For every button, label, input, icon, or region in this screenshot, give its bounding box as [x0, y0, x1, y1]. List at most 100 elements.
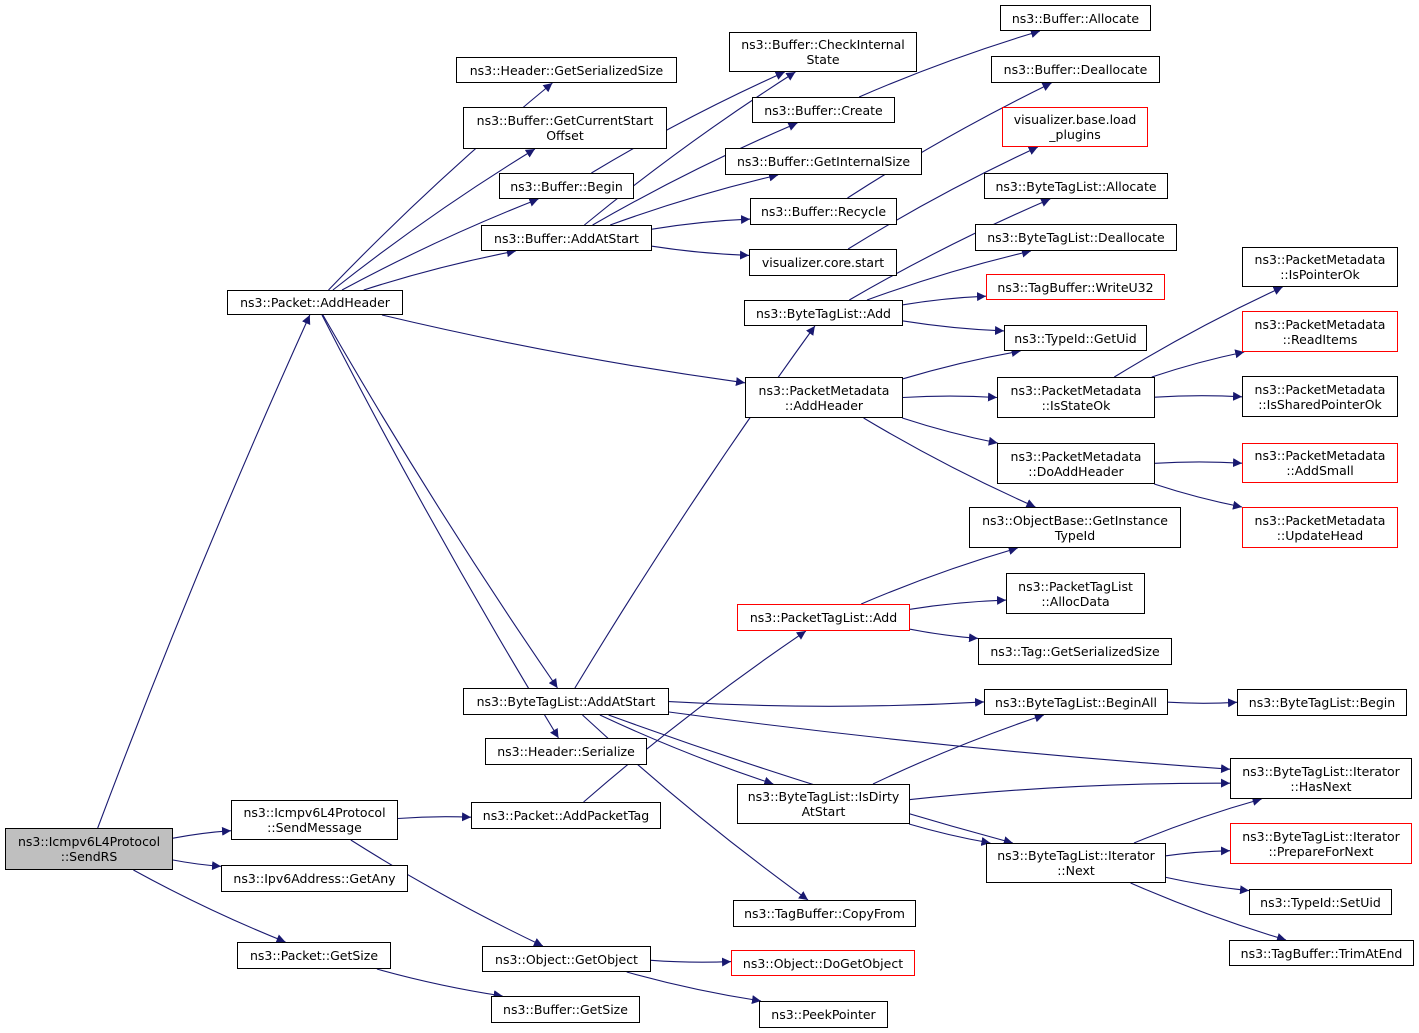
edge-btlisdirty-to-btlithasnext: [909, 778, 1231, 801]
edge-bufbegin-to-checkinternal: [591, 71, 785, 174]
node-pmisstateok[interactable]: ns3::PacketMetadata ::IsStateOk: [997, 377, 1155, 418]
edge-pmdoaddheader-to-pmupdatehead: [1154, 483, 1243, 510]
node-pmdoaddheader[interactable]: ns3::PacketMetadata ::DoAddHeader: [997, 443, 1155, 484]
node-hdrgetser[interactable]: ns3::Header::GetSerializedSize: [456, 57, 677, 83]
edge-btlitnext-to-tbtrimatend: [1130, 882, 1287, 942]
edge-btladdatstart-to-btlbeginall: [668, 697, 985, 707]
node-tbwriteu32[interactable]: ns3::TagBuffer::WriteU32: [986, 274, 1165, 300]
node-btlisdirty[interactable]: ns3::ByteTagList::IsDirty AtStart: [737, 784, 910, 824]
node-pmispointerok[interactable]: ns3::PacketMetadata ::IsPointerOk: [1242, 247, 1398, 287]
edge-bufaddatstart-to-viscorestart: [651, 245, 750, 260]
node-objbasegetinst[interactable]: ns3::ObjectBase::GetInstance TypeId: [969, 507, 1181, 548]
edge-btladdatstart-to-btlisdirty: [599, 714, 774, 786]
edge-bufrecycle-to-bufdeallocate: [847, 82, 1052, 199]
edge-addheader-to-bufbegin: [341, 198, 539, 291]
edge-getobject-to-peekpointer: [626, 971, 762, 1005]
edge-ptladd-to-ptlallocdata: [909, 595, 1007, 610]
node-bufgetcurstart[interactable]: ns3::Buffer::GetCurrentStart Offset: [463, 107, 667, 149]
edge-sendrs-to-sendmessage: [172, 826, 232, 839]
node-pmupdatehead[interactable]: ns3::PacketMetadata ::UpdateHead: [1242, 507, 1398, 548]
edge-btladd-to-tbwriteu32: [902, 292, 987, 306]
node-viscorestart[interactable]: visualizer.core.start: [749, 249, 897, 276]
edge-bufaddatstart-to-bufcreate: [592, 122, 798, 226]
edge-addheader-to-bufgetcurstart: [332, 148, 536, 291]
edge-sendmessage-to-addpackettag: [397, 812, 472, 822]
edge-pmisstateok-to-pmissharedptr: [1154, 391, 1243, 401]
edge-getobject-to-odogetobject: [650, 957, 732, 967]
node-getobject[interactable]: ns3::Object::GetObject: [482, 946, 651, 972]
edge-pmisstateok-to-pmispointerok: [1114, 286, 1283, 378]
node-sendrs: ns3::Icmpv6L4Protocol ::SendRS: [5, 828, 173, 870]
edge-pktgetsize-to-bufgetsize: [376, 968, 503, 1000]
edge-bufaddatstart-to-bufgetinternal: [610, 172, 779, 226]
node-bufgetsize[interactable]: ns3::Buffer::GetSize: [491, 996, 640, 1023]
node-btlbeginall[interactable]: ns3::ByteTagList::BeginAll: [984, 689, 1168, 715]
node-btladdatstart[interactable]: ns3::ByteTagList::AddAtStart: [463, 688, 669, 715]
node-bufaddatstart[interactable]: ns3::Buffer::AddAtStart: [481, 225, 652, 251]
node-bufgetinternal[interactable]: ns3::Buffer::GetInternalSize: [725, 148, 922, 175]
edge-pmaddheader-to-pmisstateok: [902, 392, 998, 402]
node-pmaddheader[interactable]: ns3::PacketMetadata ::AddHeader: [745, 377, 903, 418]
node-btldeallocate[interactable]: ns3::ByteTagList::Deallocate: [975, 224, 1177, 251]
node-btlitprepare[interactable]: ns3::ByteTagList::Iterator ::PrepareForN…: [1230, 823, 1412, 864]
edge-addpackettag-to-ptladd: [583, 630, 807, 803]
edge-bufaddatstart-to-bufrecycle: [651, 214, 751, 230]
node-typeidgetuid[interactable]: ns3::TypeId::GetUid: [1004, 325, 1147, 351]
edge-btlisdirty-to-btlitnext: [908, 823, 991, 846]
edge-pmaddheader-to-pmdoaddheader: [902, 417, 998, 446]
edge-btladdatstart-to-btlitnext: [608, 714, 1013, 845]
edge-viscorestart-to-visloadplugins: [847, 146, 1039, 250]
edge-btlitnext-to-btlithasnext: [1133, 797, 1262, 844]
edge-sendrs-to-pktgetsize: [133, 869, 286, 943]
edge-addheader-to-hdrserialize: [321, 314, 559, 739]
node-bufbegin[interactable]: ns3::Buffer::Begin: [499, 173, 634, 199]
node-getany[interactable]: ns3::Ipv6Address::GetAny: [221, 865, 408, 892]
edge-sendmessage-to-getobject: [350, 839, 544, 947]
edge-bufaddatstart-to-checkinternal: [584, 71, 796, 226]
edge-ptladd-to-objbasegetinst: [860, 546, 1018, 605]
node-btladd[interactable]: ns3::ByteTagList::Add: [744, 300, 903, 326]
node-addheader[interactable]: ns3::Packet::AddHeader: [227, 290, 403, 315]
edge-addheader-to-bufaddatstart: [363, 248, 516, 291]
edge-pmaddheader-to-objbasegetinst: [863, 417, 1036, 508]
node-taggetser[interactable]: ns3::Tag::GetSerializedSize: [978, 638, 1172, 665]
edge-ptladd-to-taggetser: [909, 628, 979, 643]
node-btlithasnext[interactable]: ns3::ByteTagList::Iterator ::HasNext: [1230, 758, 1412, 799]
node-ptladd[interactable]: ns3::PacketTagList::Add: [737, 604, 910, 631]
edge-addheader-to-pmaddheader: [381, 314, 746, 387]
node-visloadplugins[interactable]: visualizer.base.load _plugins: [1002, 107, 1148, 147]
node-checkinternal[interactable]: ns3::Buffer::CheckInternal State: [729, 32, 917, 72]
node-bufrecycle[interactable]: ns3::Buffer::Recycle: [750, 198, 897, 225]
edge-btlitnext-to-btlitprepare: [1165, 846, 1231, 857]
edge-btladdatstart-to-btlithasnext: [668, 711, 1231, 774]
node-bufdeallocate[interactable]: ns3::Buffer::Deallocate: [991, 56, 1160, 83]
node-odogetobject[interactable]: ns3::Object::DoGetObject: [731, 950, 915, 976]
edge-btladd-to-btldeallocate: [866, 248, 1032, 301]
edge-btlisdirty-to-btlbeginall: [872, 713, 1044, 785]
edge-pmaddheader-to-typeidgetuid: [902, 348, 1021, 380]
node-btlallocate[interactable]: ns3::ByteTagList::Allocate: [984, 173, 1168, 199]
node-tbcopyfrom[interactable]: ns3::TagBuffer::CopyFrom: [733, 900, 916, 927]
node-ptlallocdata[interactable]: ns3::PacketTagList ::AllocData: [1006, 573, 1145, 614]
node-tbtrimatend[interactable]: ns3::TagBuffer::TrimAtEnd: [1229, 940, 1414, 966]
edge-btlitnext-to-typeidsetuid: [1165, 876, 1250, 895]
node-btlbegin[interactable]: ns3::ByteTagList::Begin: [1237, 689, 1407, 716]
node-sendmessage[interactable]: ns3::Icmpv6L4Protocol ::SendMessage: [231, 800, 398, 840]
node-addpackettag[interactable]: ns3::Packet::AddPacketTag: [471, 802, 661, 829]
edge-btlbeginall-to-btlbegin: [1167, 698, 1238, 708]
edge-btladd-to-btlallocate: [849, 198, 1051, 301]
node-peekpointer[interactable]: ns3::PeekPointer: [759, 1001, 888, 1028]
node-pktgetsize[interactable]: ns3::Packet::GetSize: [237, 942, 391, 969]
node-pmreaditems[interactable]: ns3::PacketMetadata ::ReadItems: [1242, 311, 1398, 352]
node-typeidsetuid[interactable]: ns3::TypeId::SetUid: [1249, 889, 1392, 915]
node-bufallocate[interactable]: ns3::Buffer::Allocate: [1000, 5, 1151, 31]
node-bufcreate[interactable]: ns3::Buffer::Create: [752, 97, 895, 123]
edge-addheader-to-btladdatstart: [322, 314, 558, 689]
node-btlitnext[interactable]: ns3::ByteTagList::Iterator ::Next: [986, 843, 1166, 883]
node-hdrserialize[interactable]: ns3::Header::Serialize: [485, 738, 647, 765]
edge-btladdatstart-to-btladd: [574, 325, 816, 689]
node-pmaddsmall[interactable]: ns3::PacketMetadata ::AddSmall: [1242, 443, 1398, 483]
edge-bufcreate-to-bufallocate: [858, 29, 1041, 98]
node-pmissharedptr[interactable]: ns3::PacketMetadata ::IsSharedPointerOk: [1242, 376, 1398, 417]
